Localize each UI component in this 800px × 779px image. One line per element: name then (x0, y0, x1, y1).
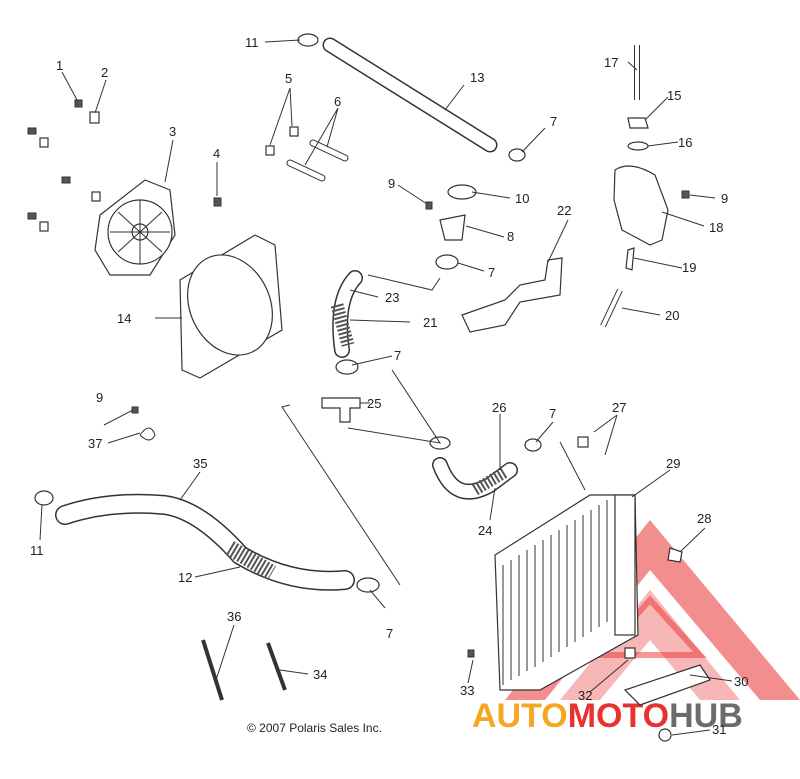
callout-35: 35 (193, 456, 207, 471)
callout-25: 25 (367, 396, 381, 411)
cable-ties (201, 639, 287, 701)
callout-15: 15 (667, 88, 681, 103)
tee-fitting (321, 397, 361, 423)
watermark-moto: MOTO (568, 697, 669, 735)
callout-9-upper: 9 (388, 176, 395, 191)
callout-17: 17 (604, 55, 618, 70)
callout-1: 1 (56, 58, 63, 73)
callout-21: 21 (423, 315, 437, 330)
callout-16: 16 (678, 135, 692, 150)
callout-5: 5 (285, 71, 292, 86)
bracket-22 (461, 257, 563, 333)
watermark-hub: HUB (669, 697, 743, 735)
callout-9-reservoir: 9 (721, 191, 728, 206)
svg-text:AUTOMOTOHUB: AUTOMOTOHUB (472, 697, 743, 735)
callout-3: 3 (169, 124, 176, 139)
callout-10: 10 (515, 191, 529, 206)
callout-30: 30 (734, 674, 748, 689)
callout-7-cap: 7 (488, 265, 495, 280)
callout-36: 36 (227, 609, 241, 624)
callout-29: 29 (666, 456, 680, 471)
cooling-fan (94, 179, 176, 276)
watermark-auto: AUTO (472, 697, 568, 735)
leader-lines (39, 39, 733, 736)
radiator-cap (439, 184, 477, 241)
callout-32: 32 (578, 688, 592, 703)
callout-34: 34 (313, 667, 327, 682)
callout-11-lower: 11 (30, 543, 44, 558)
fan-shroud (179, 234, 283, 379)
callout-19: 19 (682, 260, 696, 275)
small-parts (577, 436, 711, 742)
upper-hose (322, 37, 498, 153)
callout-13: 13 (470, 70, 484, 85)
callout-2: 2 (101, 65, 108, 80)
hose-24 (432, 457, 518, 500)
callout-labels: 1 2 3 4 5 6 7 7 7 7 7 8 9 9 9 10 11 11 1… (30, 35, 748, 737)
callout-33: 33 (460, 683, 474, 698)
callout-18: 18 (709, 220, 723, 235)
callout-37: 37 (88, 436, 102, 451)
callout-9-left: 9 (96, 390, 103, 405)
callout-14: 14 (117, 311, 131, 326)
callout-7-radiator: 7 (549, 406, 556, 421)
hose-21 (330, 270, 363, 358)
fasteners (27, 99, 690, 658)
callout-8: 8 (507, 229, 514, 244)
callout-28: 28 (697, 511, 711, 526)
radiator (494, 494, 639, 691)
callout-31: 31 (712, 722, 726, 737)
callout-24: 24 (478, 523, 492, 538)
callout-4: 4 (213, 146, 220, 161)
lower-hose (55, 493, 355, 591)
callout-7-lower: 7 (386, 626, 393, 641)
callout-22: 22 (557, 203, 571, 218)
callout-11-upper: 11 (245, 35, 259, 50)
short-tubes (286, 139, 349, 182)
callout-20: 20 (665, 308, 679, 323)
callout-26: 26 (492, 400, 506, 415)
hose-clamps (34, 33, 542, 593)
callout-7-hose-upper: 7 (550, 114, 557, 129)
callout-27: 27 (612, 400, 626, 415)
copyright-text: © 2007 Polaris Sales Inc. (247, 721, 382, 735)
callout-23: 23 (385, 290, 399, 305)
callout-7-mid: 7 (394, 348, 401, 363)
callout-6: 6 (334, 94, 341, 109)
callout-12: 12 (178, 570, 192, 585)
coolant-reservoir (600, 45, 669, 328)
